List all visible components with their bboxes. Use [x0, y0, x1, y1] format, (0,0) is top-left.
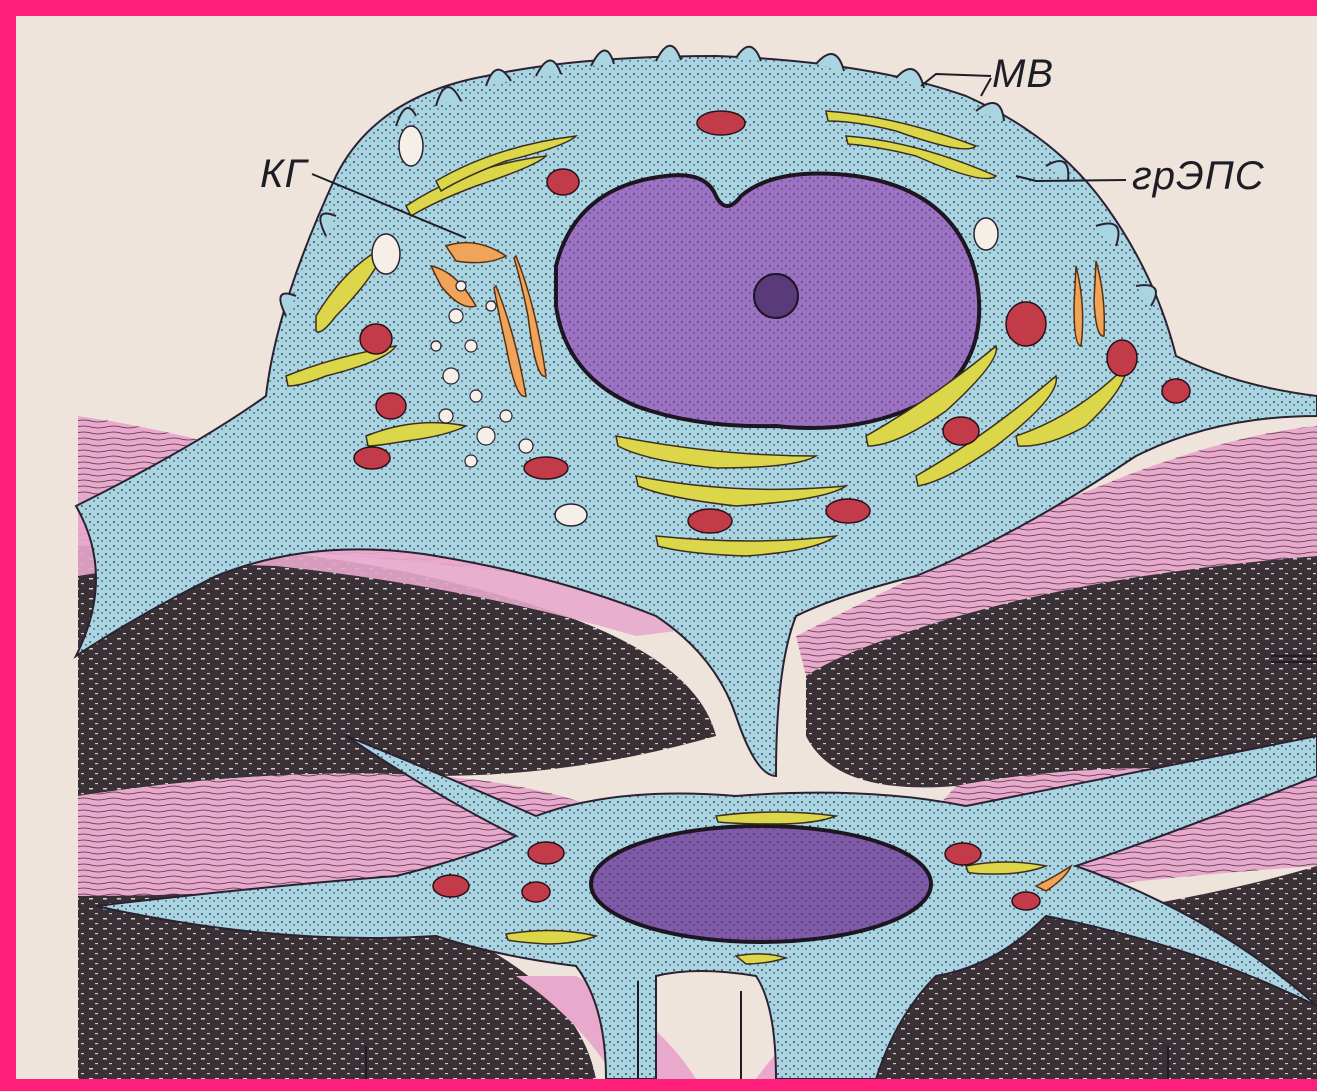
lower-nucleus	[591, 826, 931, 942]
label-kg: КГ	[260, 154, 307, 194]
illustration-area: МВ КГ грЭПС	[16, 16, 1317, 1079]
label-grEPS: грЭПС	[1132, 156, 1265, 196]
upper-nucleus	[556, 174, 979, 429]
label-mv: МВ	[992, 54, 1054, 94]
cell-illustration	[16, 16, 1317, 1079]
